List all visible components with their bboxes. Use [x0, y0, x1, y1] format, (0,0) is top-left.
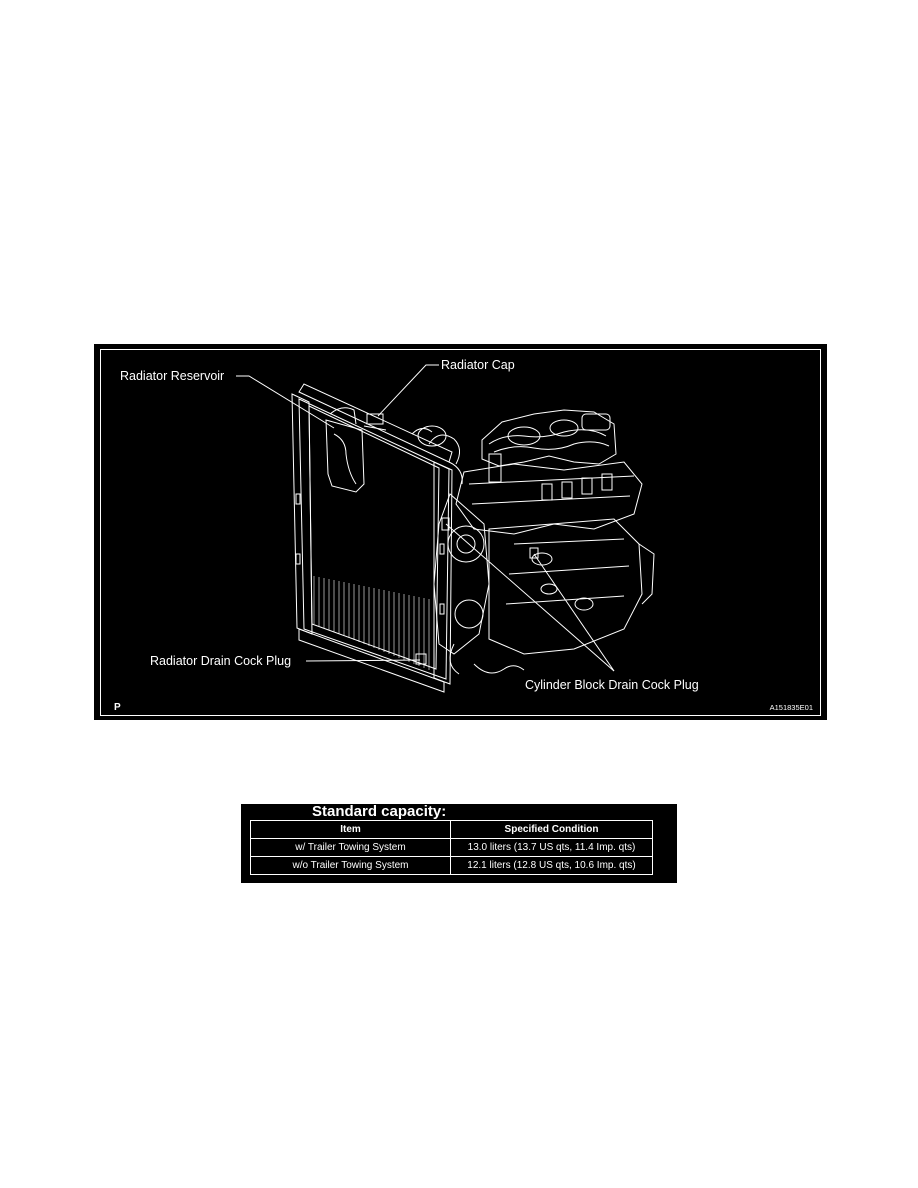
- leader-lines: [236, 364, 615, 672]
- callout-radiator-cap: Radiator Cap: [441, 358, 515, 372]
- callout-cylinder-block-drain-cock-plug: Cylinder Block Drain Cock Plug: [525, 678, 699, 692]
- cooling-system-illustration: Radiator Reservoir Radiator Cap Radiator…: [94, 344, 827, 720]
- capacity-table: Item Specified Condition w/ Trailer Towi…: [250, 820, 653, 875]
- figure-corner-letter: P: [114, 702, 121, 713]
- table-row: w/ Trailer Towing System 13.0 liters (13…: [250, 838, 653, 857]
- cell-item: w/o Trailer Towing System: [250, 856, 451, 875]
- cell-condition: 12.1 liters (12.8 US qts, 10.6 Imp. qts): [450, 856, 653, 875]
- radiator-fins: [313, 576, 430, 670]
- header-item: Item: [250, 820, 451, 839]
- callout-radiator-reservoir: Radiator Reservoir: [120, 369, 225, 383]
- header-specified-condition: Specified Condition: [450, 820, 653, 839]
- cell-condition: 13.0 liters (13.7 US qts, 11.4 Imp. qts): [450, 838, 653, 857]
- table-header-row: Item Specified Condition: [250, 820, 653, 839]
- radiator-drawing: [291, 383, 453, 693]
- engine-radiator-drawing: [100, 349, 821, 716]
- table-row: w/o Trailer Towing System 12.1 liters (1…: [250, 856, 653, 875]
- cell-item: w/ Trailer Towing System: [250, 838, 451, 857]
- callout-radiator-drain-cock-plug: Radiator Drain Cock Plug: [150, 654, 292, 668]
- standard-capacity-block: Standard capacity: Item Specified Condit…: [241, 803, 677, 883]
- figure-code: A151835E01: [769, 703, 813, 712]
- spec-title: Standard capacity:: [312, 803, 447, 820]
